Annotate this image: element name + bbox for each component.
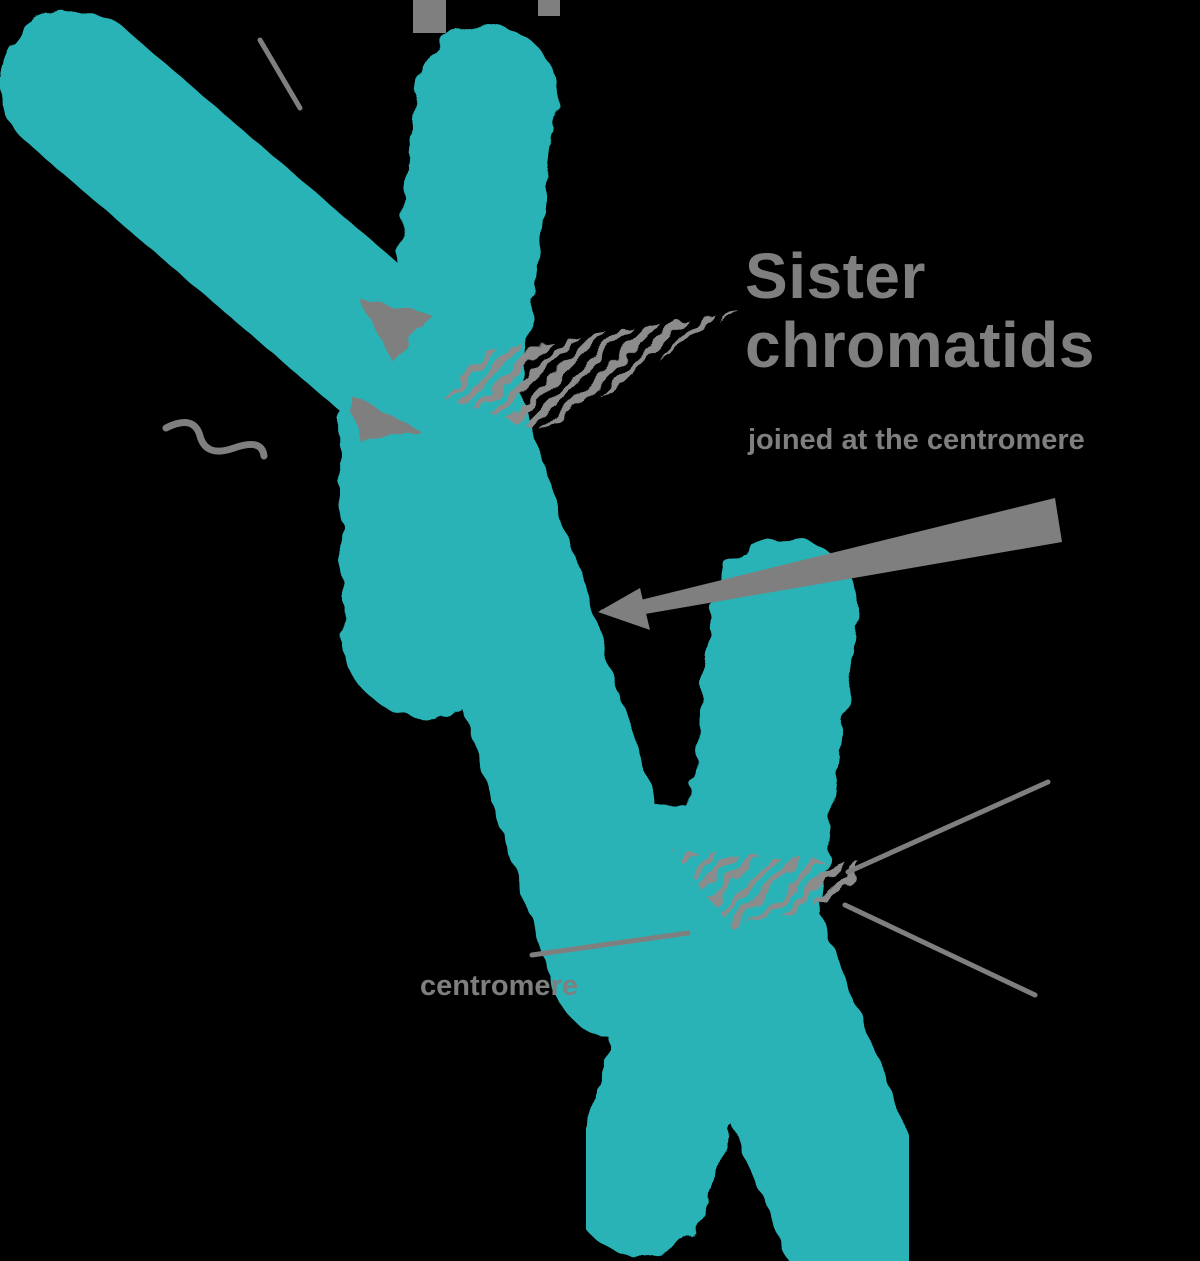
chromosome-1: [0, 10, 706, 1043]
chromosome-1-arm-upper-right: [385, 25, 557, 438]
arrow-to-chromosome-2: [600, 498, 1062, 618]
label-sister-chromatids: Sister chromatids: [745, 240, 1095, 382]
leader-centromere-2: [529, 930, 691, 958]
top-leader-stub-1: [413, 0, 446, 33]
centromere-markers: [350, 298, 860, 930]
leader-upper-left: [257, 37, 303, 111]
chromosome-1-arm-lower-right: [370, 342, 706, 1043]
leader-squiggle-left: [162, 419, 268, 460]
leader-chromosome-2-right-upper: [845, 779, 1051, 875]
centromere-hatch-2: [672, 850, 860, 930]
centromere-notch-1b: [350, 395, 420, 442]
label-centromere: centromere: [420, 970, 578, 1002]
leader-lines: [162, 0, 1062, 998]
label-sister-chromatids-note: joined at the centromere: [748, 424, 1085, 456]
top-leader-stub-2: [538, 0, 560, 16]
chromosome-2-arm-upper-right: [677, 537, 858, 965]
chromosome-1-arm-upper-left: [0, 10, 500, 460]
chromosome-2-arm-lower-right: [668, 870, 935, 1261]
centromere-hatch-1: [443, 310, 738, 432]
leader-chromosome-2-right-lower: [842, 902, 1038, 998]
centromere-notch-1: [358, 298, 432, 362]
arrow-to-chromosome-2-head: [598, 588, 650, 630]
chromosome-2: [570, 537, 935, 1261]
